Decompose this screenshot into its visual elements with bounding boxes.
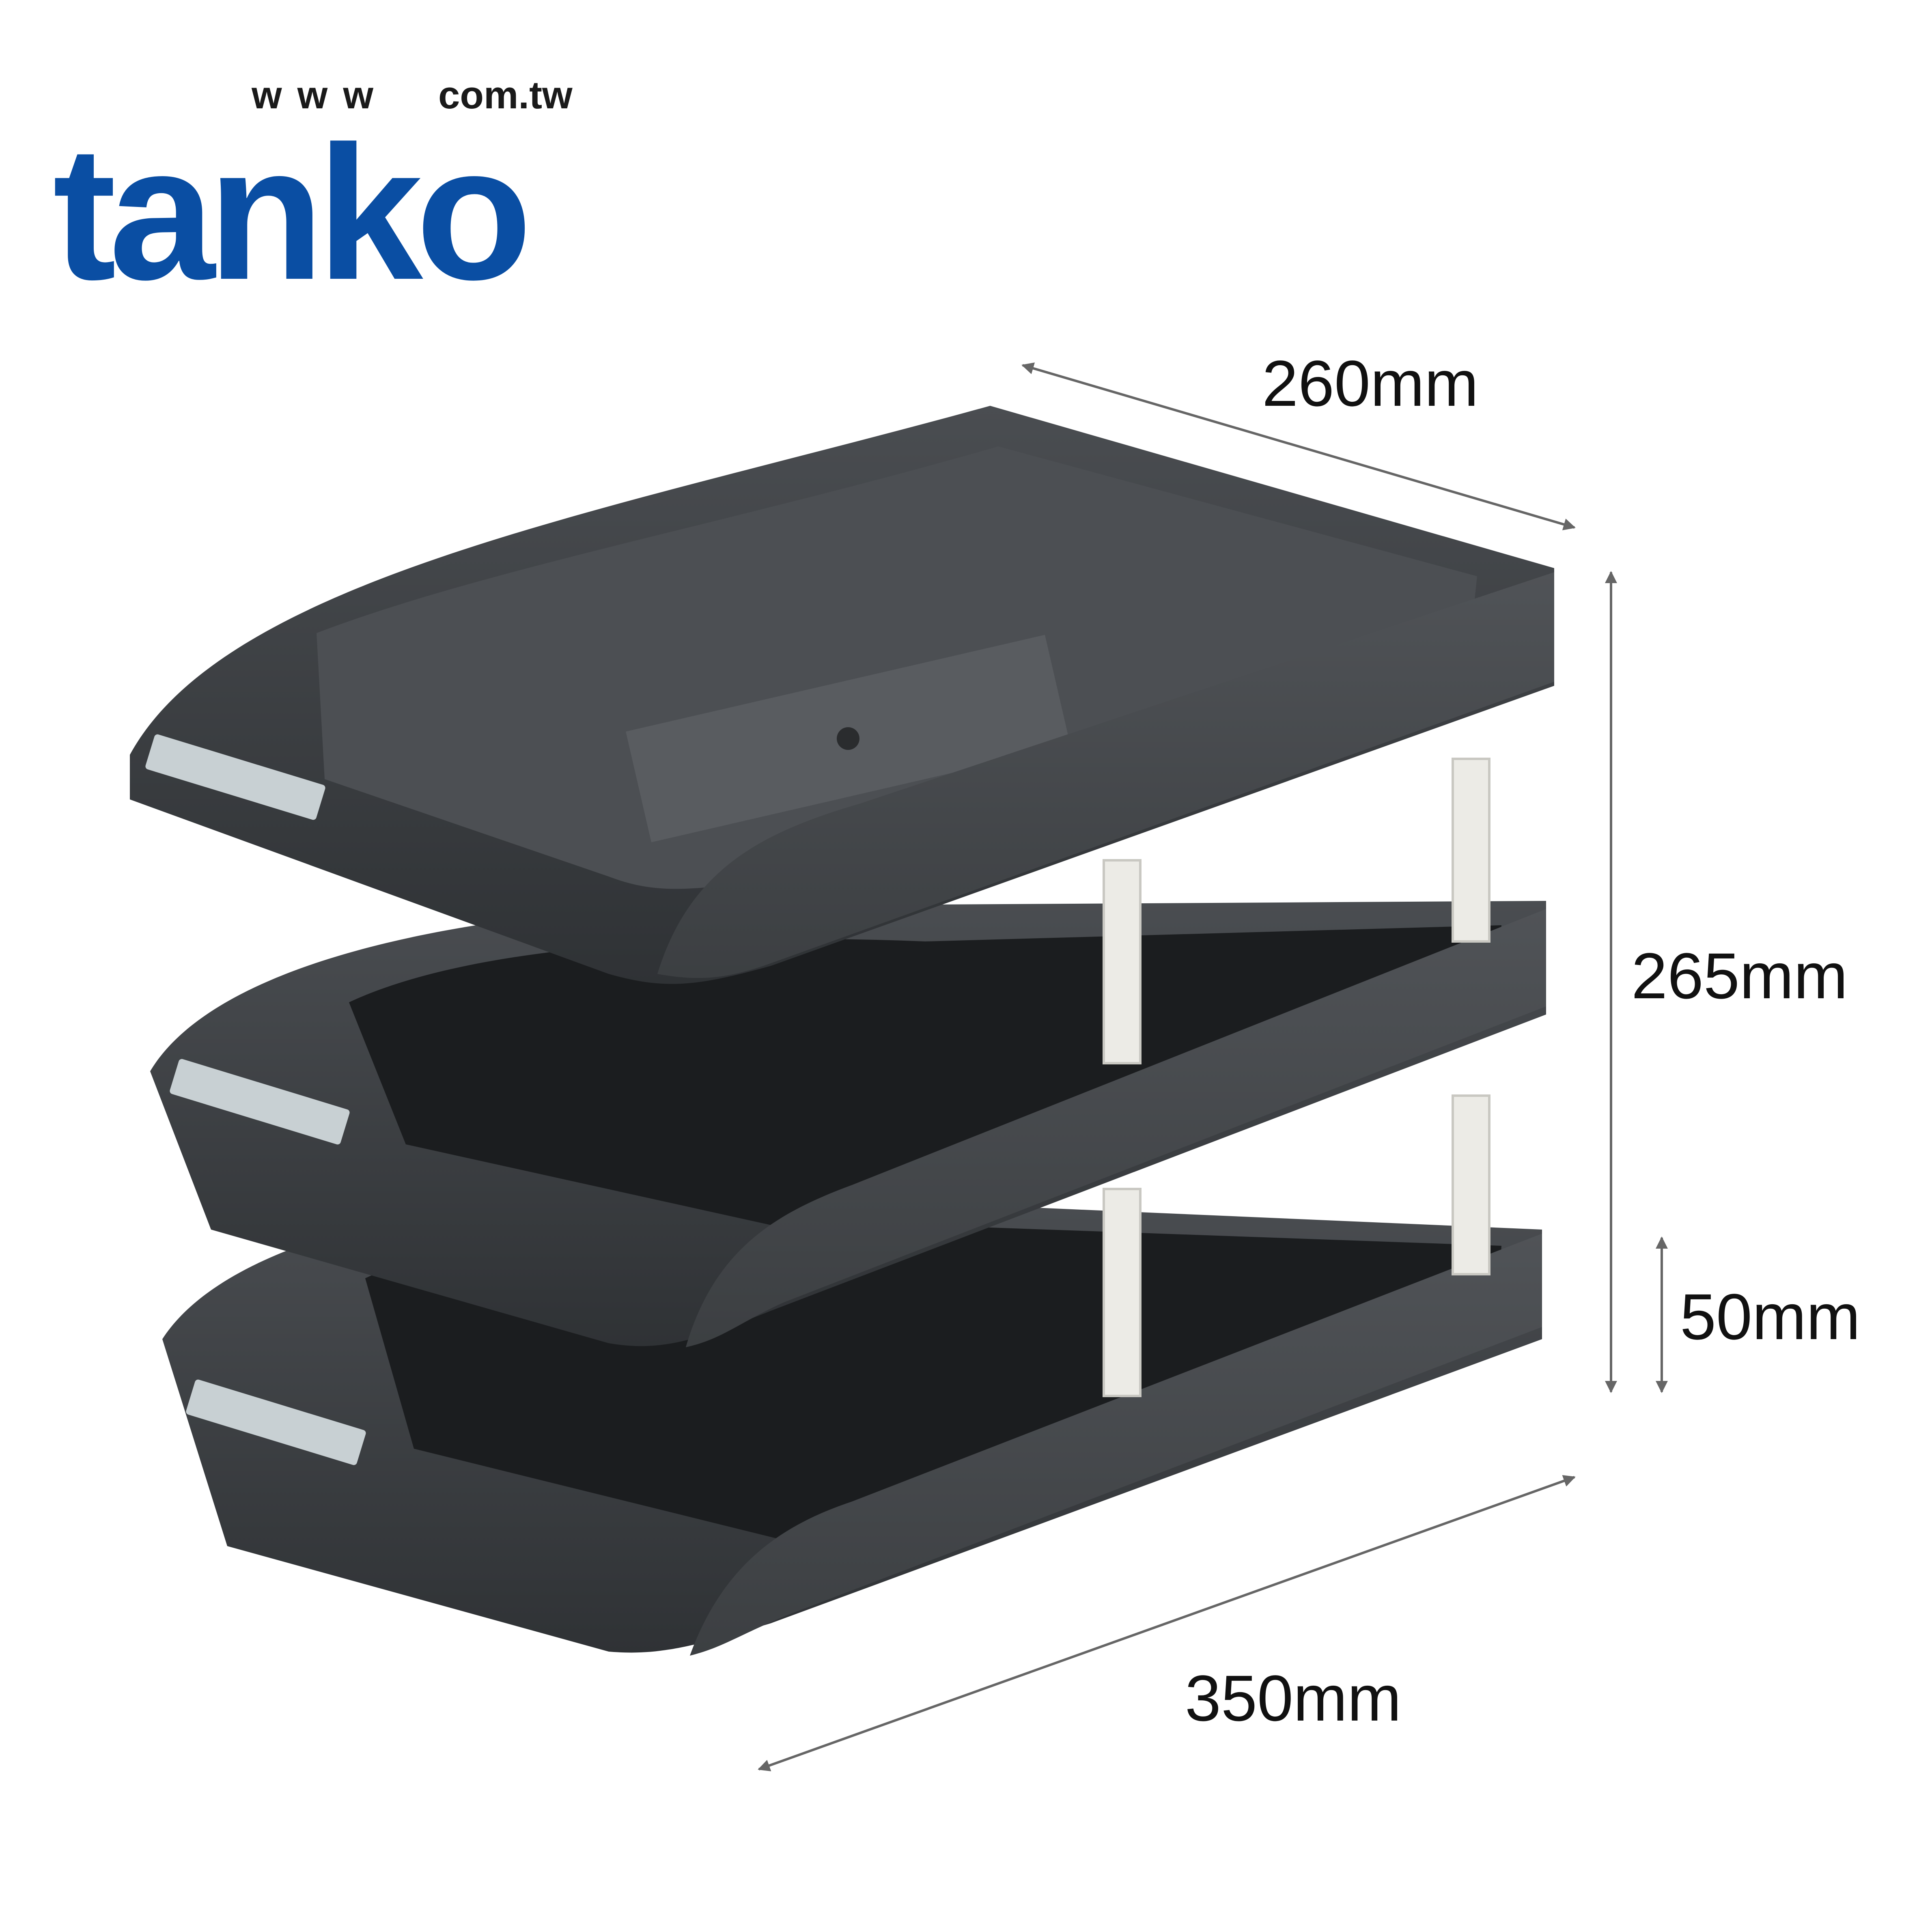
post-front-upper [1103,859,1142,1064]
dimension-lines [758,362,1668,1772]
tier-gap-label: 50mm [1680,1280,1861,1353]
tray-middle-inner [349,925,1501,1230]
post-front-lower [1103,1188,1142,1397]
depth-label: 260mm [1262,347,1479,420]
tray-top-front [657,572,1554,978]
logo-wordmark: tanko [53,106,532,319]
logo-www-text: www [252,73,389,117]
tray-top-label [145,734,325,820]
depth-dimension-line [1021,362,1576,530]
tray-top [130,406,1554,984]
post-back-upper [1452,758,1490,943]
logo-domain-text: com.tw [438,73,573,117]
support-posts [1103,758,1490,1397]
tray-top-hole [837,727,859,750]
post-back-lower [1452,1094,1490,1275]
width-label: 350mm [1185,1662,1402,1734]
tray-top-inner [317,446,1477,889]
tray-middle-front [686,909,1546,1347]
tray-bottom-label [186,1379,366,1465]
tanko-logo: www com.tw tanko [53,57,661,308]
width-dimension-line [758,1475,1576,1772]
total-height-label: 265mm [1631,939,1848,1012]
tray-middle [150,901,1546,1347]
tray-middle-label [170,1059,350,1145]
